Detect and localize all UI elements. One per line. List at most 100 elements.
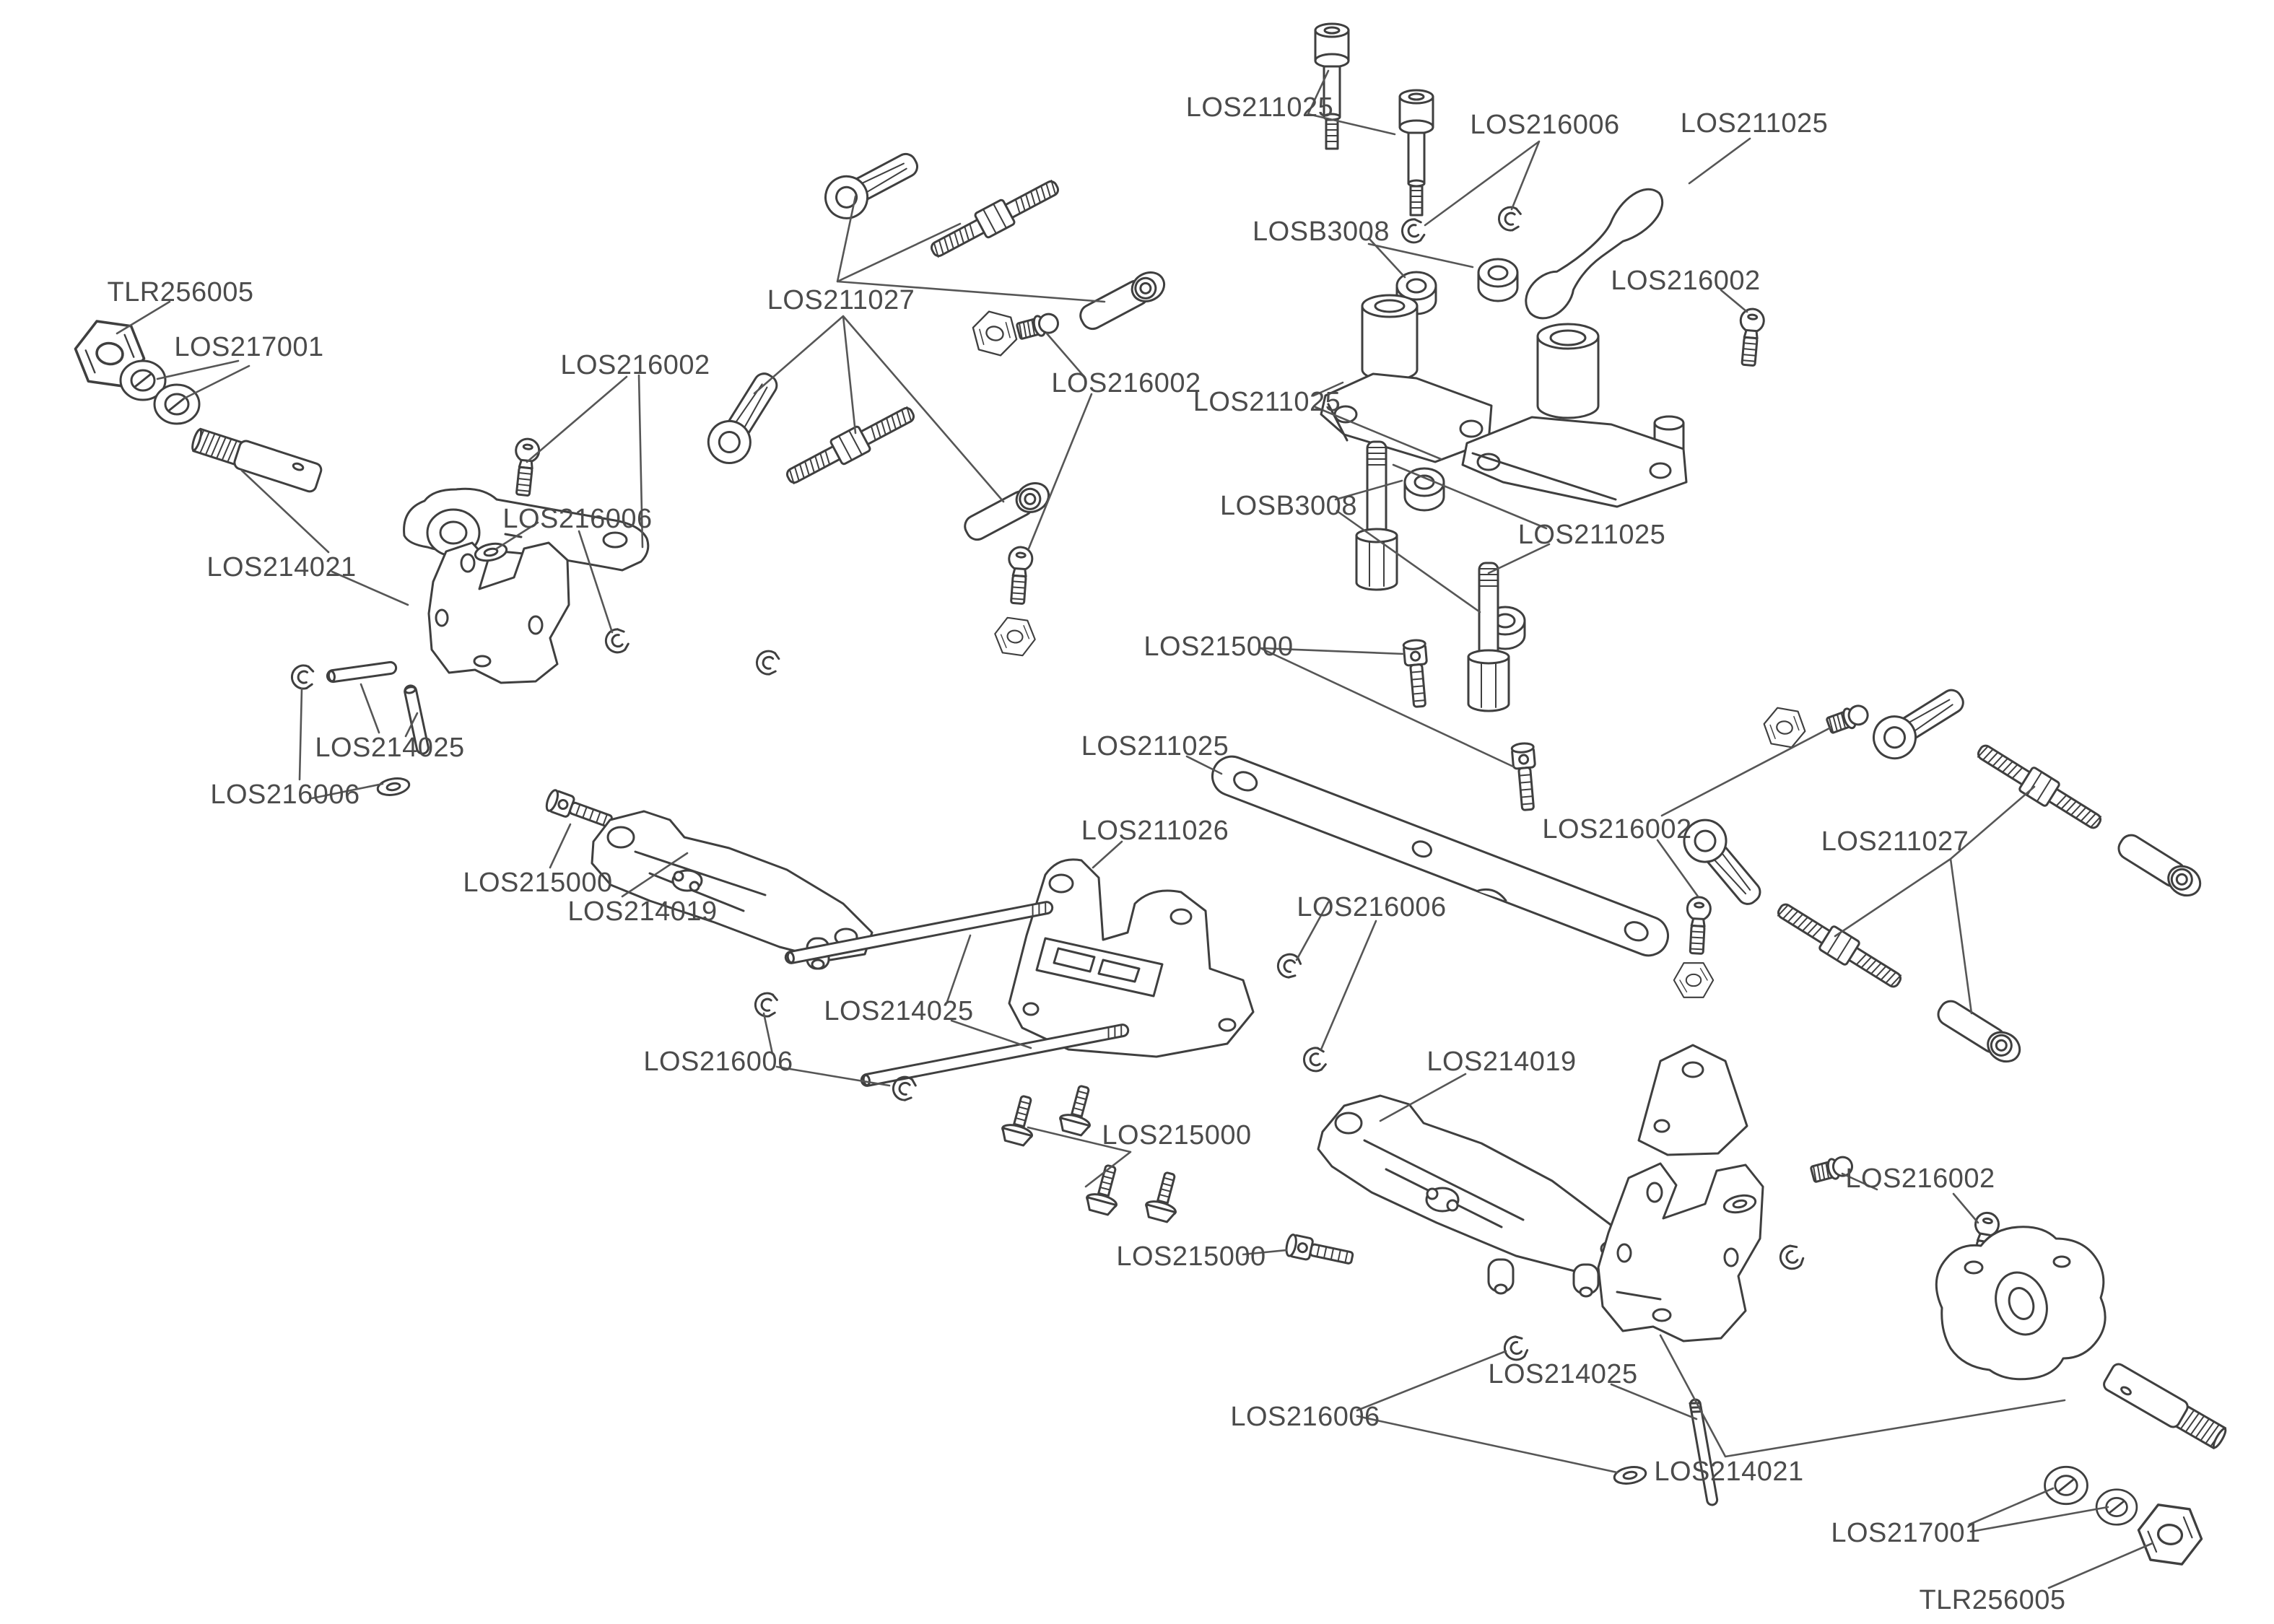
- leader-lines: [116, 69, 2154, 1589]
- part-label: LOS211027: [1821, 826, 1969, 857]
- steering-rack-bar: [1211, 755, 1669, 957]
- part-label: LOS215000: [463, 868, 612, 898]
- ball-stud: [510, 437, 541, 497]
- bushing: [1477, 258, 1519, 302]
- part-label: LOS214019: [567, 896, 717, 927]
- leader-line: [1092, 840, 1123, 869]
- e-clip: [1398, 216, 1427, 246]
- flat-head-screw: [1142, 1168, 1186, 1225]
- leader-line: [2047, 1542, 2154, 1589]
- part-label: LOS216006: [502, 504, 652, 534]
- leader-line: [1656, 726, 1832, 898]
- leader-line: [1334, 479, 1481, 614]
- part-label: LOSB3008: [1220, 491, 1357, 521]
- leader-line: [495, 521, 614, 634]
- steering-spindle-carrier: [1935, 1226, 2107, 1381]
- rod-end: [816, 141, 927, 227]
- rod-end: [1932, 995, 2026, 1069]
- leader-line: [240, 469, 409, 606]
- bearing: [153, 383, 201, 425]
- leader-line: [1834, 785, 2036, 1015]
- leader-line: [1841, 1172, 1979, 1224]
- part-label: LOS211025: [1518, 520, 1666, 550]
- bearing: [2095, 1488, 2138, 1526]
- leader-line: [1968, 1487, 2109, 1533]
- rod-end: [699, 364, 790, 472]
- part-label: TLR256005: [107, 277, 253, 307]
- leader-line: [762, 1012, 891, 1087]
- flat-head-screw: [1056, 1081, 1100, 1138]
- turnbuckle: [780, 399, 920, 492]
- drag-link: [1525, 188, 1664, 320]
- part-label: LOS211025: [1186, 92, 1334, 123]
- bushing: [1403, 467, 1445, 512]
- leader-line: [753, 195, 1106, 503]
- part-label: LOS215000: [1116, 1241, 1265, 1272]
- steering-bellcrank: [1461, 323, 1688, 508]
- part-label: LOS211026: [1081, 816, 1229, 846]
- e-clip: [752, 990, 780, 1019]
- part-label: LOS214025: [315, 733, 464, 763]
- rod-end: [2112, 829, 2207, 903]
- part-label: LOS214025: [1488, 1359, 1637, 1389]
- leader-line: [1295, 901, 1377, 1051]
- washer: [1611, 1463, 1649, 1488]
- part-label: LOS215000: [1102, 1120, 1251, 1151]
- leader-line: [1424, 140, 1541, 227]
- hinge-pin: [325, 660, 398, 684]
- steering-post: [1355, 440, 1398, 591]
- spindle-shaft: [2100, 1361, 2231, 1454]
- part-label: TLR256005: [1919, 1585, 2065, 1615]
- leader-line: [1312, 381, 1442, 460]
- ball-stud: [1735, 307, 1767, 367]
- part-label: LOS217001: [1831, 1518, 1980, 1548]
- part-label: LOS211025: [1681, 108, 1829, 139]
- leader-line: [1242, 1249, 1288, 1256]
- cap-screw: [543, 787, 616, 834]
- leader-line: [1610, 1383, 1698, 1420]
- part-label: LOS216002: [1611, 266, 1760, 296]
- part-label: LOS216006: [643, 1047, 793, 1077]
- suspension-arm-left: [591, 810, 874, 970]
- part-label: LOS216006: [210, 780, 360, 810]
- cap-screw: [1402, 638, 1432, 709]
- leader-line: [1185, 755, 1223, 775]
- e-clip: [1775, 1241, 1807, 1275]
- hex-nut: [1673, 962, 1715, 998]
- pivot-tower: [1637, 1044, 1748, 1156]
- flat-head-screw: [1083, 1161, 1127, 1218]
- leader-line: [1688, 137, 1751, 185]
- leader-line: [116, 300, 171, 335]
- parts-layer: [69, 22, 2231, 1568]
- part-label: LOS214021: [1654, 1457, 1803, 1487]
- leader-line: [1356, 1350, 1619, 1474]
- flat-head-screw: [998, 1091, 1042, 1148]
- cap-screw: [1284, 1232, 1356, 1270]
- e-clip: [1301, 1045, 1328, 1074]
- part-label: LOS216002: [1845, 1164, 1995, 1194]
- shoulder-screw: [1398, 89, 1434, 217]
- part-label: LOS217001: [174, 332, 323, 362]
- leader-line: [1392, 463, 1551, 575]
- rod-end: [1865, 677, 1973, 768]
- front-pivot-block: [1008, 858, 1255, 1058]
- leader-line: [298, 687, 384, 800]
- part-label: LOS216006: [1297, 892, 1446, 922]
- part-label: LOS216002: [560, 350, 710, 380]
- leader-line: [549, 823, 572, 869]
- e-clip: [601, 626, 632, 657]
- leader-line: [621, 852, 689, 898]
- e-clip: [753, 647, 782, 678]
- caster-block: [1597, 1162, 1764, 1343]
- part-label: LOS214021: [206, 552, 356, 582]
- part-label: LOS216002: [1051, 368, 1201, 398]
- leader-line: [1027, 1126, 1132, 1188]
- part-label: LOS216002: [1542, 814, 1691, 844]
- suspension-arm-right: [1317, 1094, 1634, 1298]
- part-label: LOS211027: [767, 285, 915, 315]
- rod-end: [959, 476, 1055, 546]
- ball-stud: [1005, 545, 1034, 606]
- turnbuckle: [925, 173, 1065, 265]
